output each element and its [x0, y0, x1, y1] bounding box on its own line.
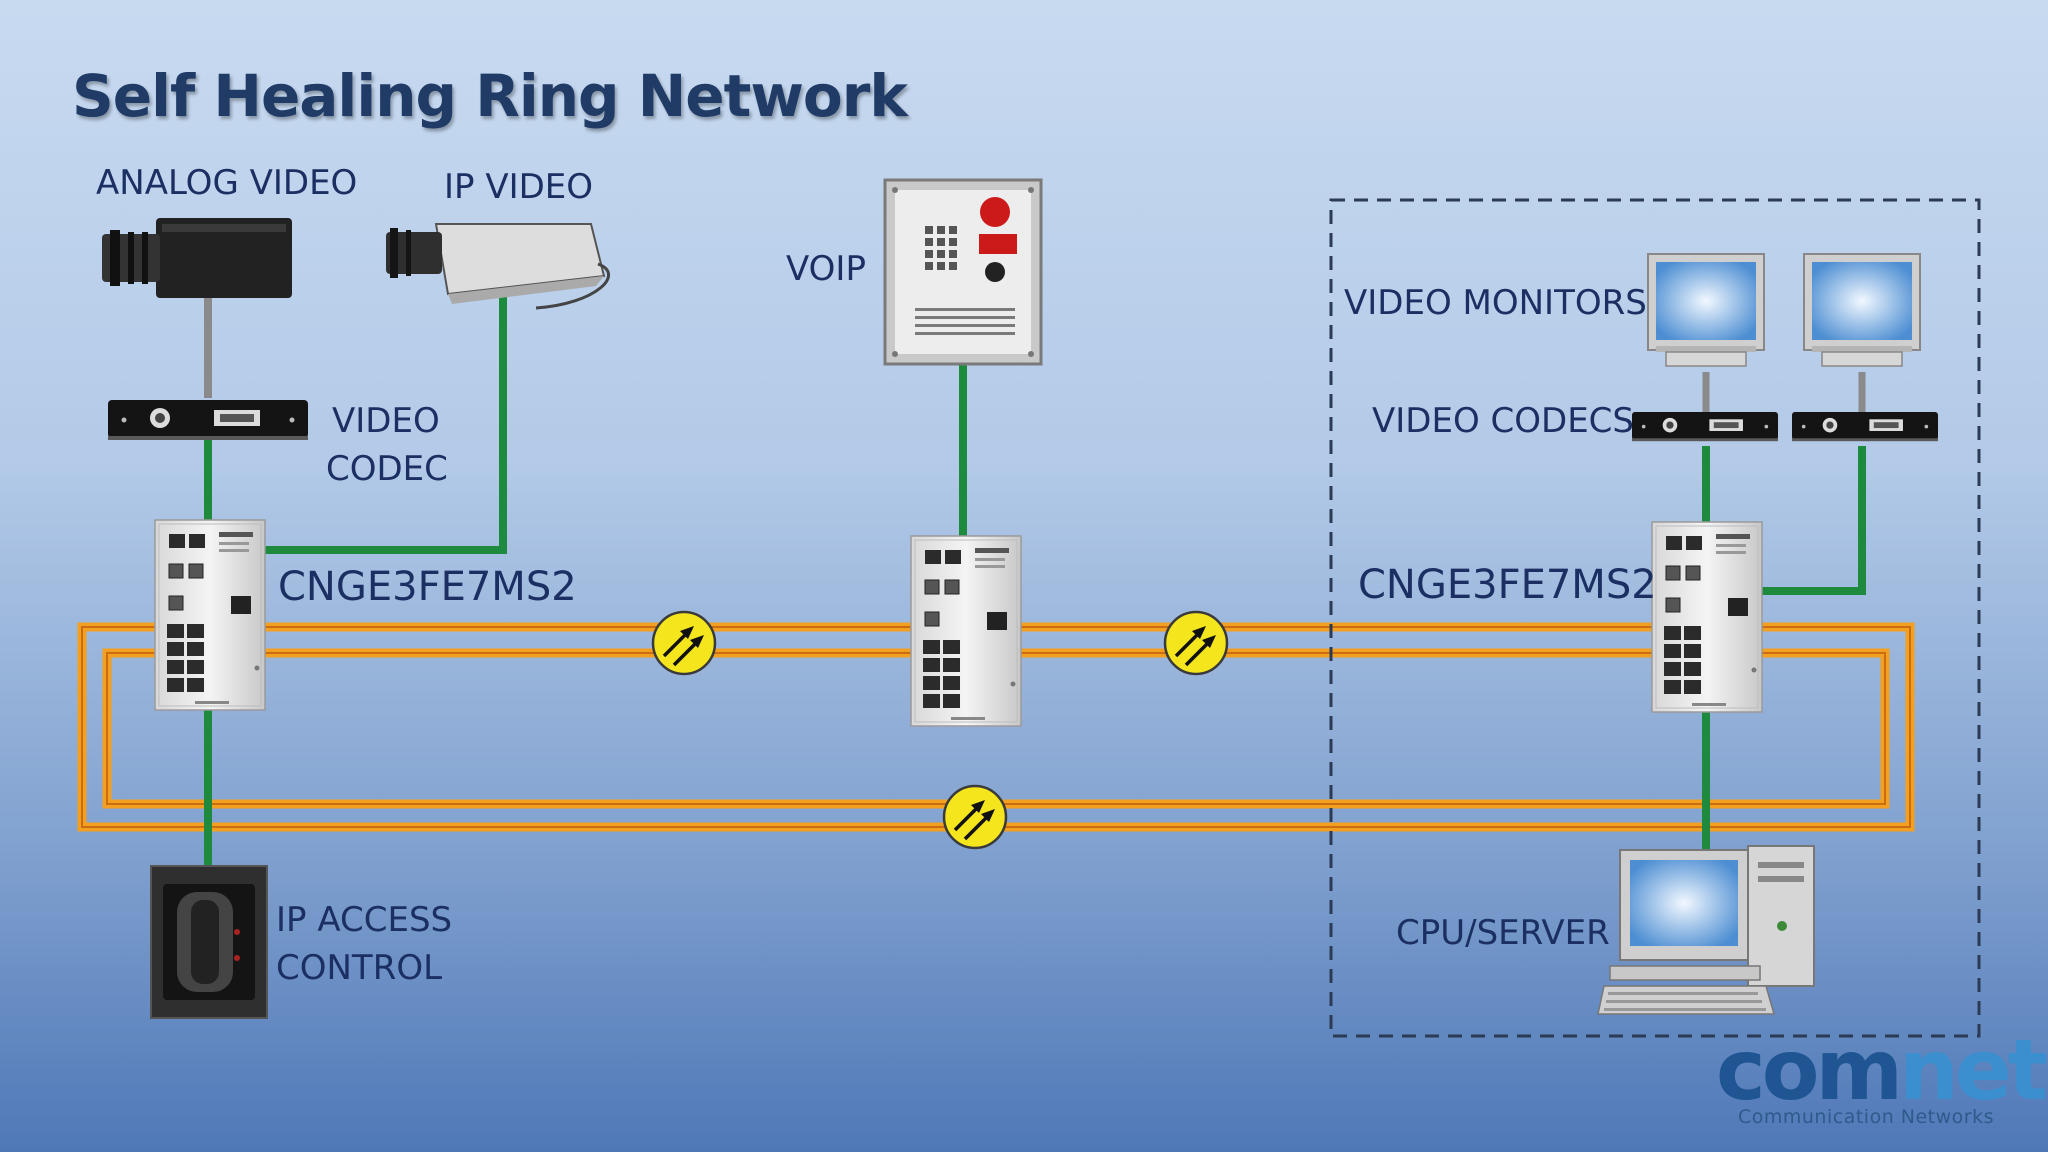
- control-room-boundary: [1329, 198, 1981, 1038]
- label-ip-access-line2: CONTROL: [276, 948, 443, 988]
- label-cpu-server: CPU/SERVER: [1396, 913, 1610, 953]
- video-monitor-1-icon: [1647, 253, 1765, 367]
- logo-brand-part1: com: [1716, 1021, 1903, 1119]
- page-title: Self Healing Ring Network: [72, 62, 908, 130]
- switch-left-icon: [154, 519, 266, 711]
- ip-camera-icon: [386, 223, 611, 310]
- label-switch-right: CNGE3FE7MS2: [1358, 562, 1657, 608]
- ring-coupler-2-icon: [1163, 610, 1229, 676]
- label-voip: VOIP: [786, 249, 866, 289]
- label-video-monitors: VIDEO MONITORS: [1344, 283, 1647, 323]
- switch-center-icon: [910, 535, 1022, 727]
- switch-right-icon: [1651, 521, 1763, 713]
- access-control-reader-icon: [150, 865, 268, 1019]
- label-ip-video: IP VIDEO: [444, 167, 594, 207]
- analog-camera-icon: [102, 218, 292, 298]
- label-video-codec-line2: CODEC: [326, 449, 448, 489]
- label-switch-left: CNGE3FE7MS2: [278, 564, 577, 610]
- video-codec-1-icon: [1632, 412, 1778, 442]
- ring-coupler-3-icon: [942, 784, 1008, 850]
- logo-tagline: Communication Networks: [1737, 1106, 1995, 1128]
- video-codec-2-icon: [1792, 412, 1938, 442]
- label-ip-access-line1: IP ACCESS: [276, 900, 453, 940]
- logo-wordmark: comnet: [1716, 1028, 2048, 1112]
- label-video-codec-line1: VIDEO: [332, 401, 440, 441]
- video-monitor-2-icon: [1803, 253, 1921, 367]
- ring-coupler-1-icon: [651, 610, 717, 676]
- video-codec-icon: [108, 400, 308, 440]
- cpu-server-icon: [1597, 845, 1815, 1015]
- logo-brand-part2: net: [1899, 1021, 2048, 1119]
- label-analog-video: ANALOG VIDEO: [96, 163, 358, 203]
- comnet-logo: comnet Communication Networks: [1716, 1028, 2048, 1128]
- label-video-codecs: VIDEO CODECS: [1372, 401, 1635, 441]
- voip-intercom-icon: [883, 178, 1043, 366]
